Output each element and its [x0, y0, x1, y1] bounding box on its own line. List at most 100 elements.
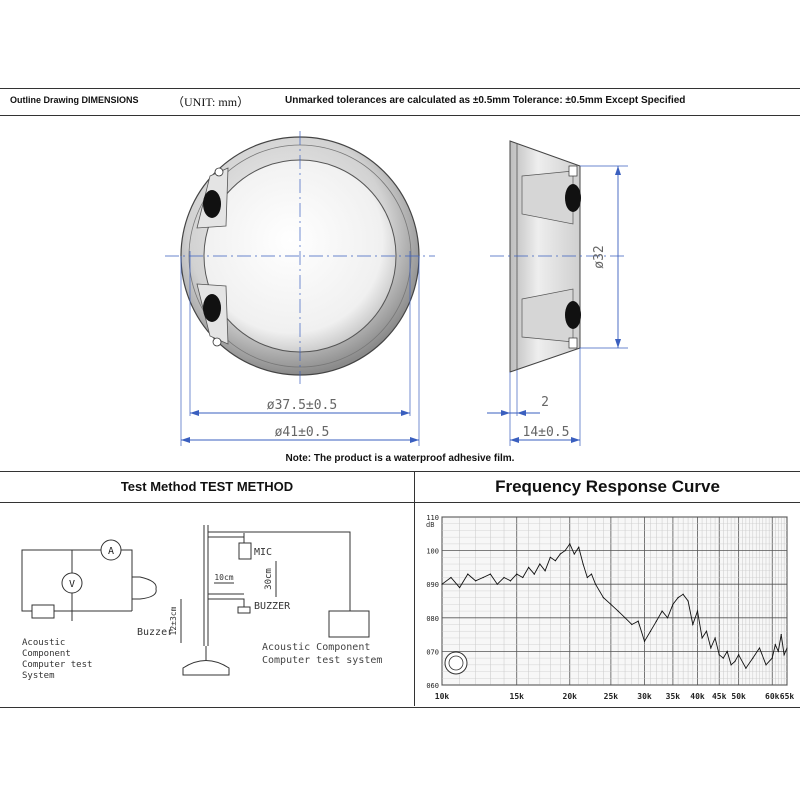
response-point	[677, 597, 679, 599]
response-point	[539, 563, 541, 565]
response-point	[441, 583, 443, 585]
voltmeter-icon	[61, 572, 83, 594]
y-tick-label: 110	[426, 514, 439, 522]
x-tick-label: 60k	[765, 692, 780, 701]
vertical-distance-label: 30cm	[264, 568, 274, 590]
header-bar: Outline Drawing DIMENSIONS （UNIT: mm） Un…	[0, 89, 800, 116]
response-point	[617, 610, 619, 612]
product-note: Note: The product is a waterproof adhesi…	[285, 453, 515, 464]
x-tick-label: 15k	[510, 692, 525, 701]
buzzer-label-right: BUZZER	[254, 601, 291, 612]
inner-diameter-label: ø37.5±0.5	[267, 398, 337, 413]
response-point	[765, 664, 767, 666]
side-view: ø32 2 14±0.5	[487, 140, 628, 446]
x-tick-label: 50k	[731, 692, 746, 701]
response-point	[696, 610, 699, 612]
x-tick-label: 10k	[435, 692, 450, 701]
response-point	[649, 630, 652, 632]
response-point	[643, 640, 646, 642]
mic-icon	[238, 542, 252, 560]
spec-sheet: Outline Drawing DIMENSIONS （UNIT: mm） Un…	[0, 88, 800, 708]
x-tick-label: 65k	[780, 692, 795, 701]
response-point	[734, 660, 736, 663]
y-tick-label: 100	[426, 548, 439, 556]
response-point	[450, 576, 452, 579]
left-caption-line: Acoustic	[22, 638, 65, 648]
front-view: ø37.5±0.5 ø41±0.5	[165, 131, 435, 446]
plot-area	[441, 516, 788, 686]
logo-stamp-inner-icon	[448, 655, 464, 671]
response-point	[771, 657, 773, 659]
flange-dim-label: 2	[541, 395, 549, 410]
test-system-box-icon	[328, 610, 370, 638]
response-point	[780, 634, 782, 636]
unit-label: （UNIT: mm）	[172, 95, 250, 109]
response-point	[503, 576, 505, 579]
terminal-hole-icon	[565, 184, 581, 212]
response-point	[783, 654, 785, 656]
response-point	[730, 664, 732, 666]
response-point	[682, 593, 684, 595]
response-point	[718, 654, 720, 656]
response-point	[482, 576, 484, 579]
response-point	[701, 637, 703, 639]
response-point	[573, 553, 575, 555]
response-point	[458, 586, 461, 589]
response-point	[752, 657, 754, 659]
horizontal-distance-label: 10cm	[214, 573, 233, 582]
response-point	[714, 637, 716, 639]
response-point	[489, 573, 491, 575]
response-point	[661, 610, 663, 612]
y-unit-label: dB	[426, 521, 434, 529]
y-tick-label: 090	[426, 581, 439, 589]
response-point	[692, 623, 694, 626]
response-point	[559, 553, 561, 555]
response-point	[496, 583, 498, 585]
response-point	[666, 617, 669, 619]
response-point	[594, 583, 597, 585]
buzzer-label-left: Buzzer	[137, 627, 173, 638]
response-point	[745, 667, 747, 669]
ammeter-icon	[100, 539, 122, 561]
response-point	[758, 647, 761, 649]
terminal-hole-icon	[203, 190, 221, 218]
response-point	[610, 603, 612, 605]
response-point	[631, 623, 633, 626]
terminal-hole-icon	[203, 294, 221, 322]
terminal-hole-icon	[565, 301, 581, 329]
buzzer-fixture-icon	[237, 606, 251, 614]
response-point	[774, 644, 776, 646]
logo-stamp-icon	[444, 651, 468, 675]
y-tick-label: 060	[426, 682, 439, 690]
stand-base-icon	[182, 660, 230, 676]
frequency-response-title: Frequency Response Curve	[415, 472, 800, 503]
response-point	[475, 580, 477, 582]
response-point	[738, 654, 740, 656]
response-point	[467, 573, 469, 575]
response-point	[586, 576, 588, 579]
right-caption-line: Acoustic Component	[262, 642, 370, 653]
y-tick-label: 070	[426, 648, 439, 656]
response-point	[705, 630, 708, 632]
x-tick-label: 40k	[690, 692, 705, 701]
x-tick-label: 35k	[666, 692, 681, 701]
response-point	[637, 620, 639, 622]
test-method-title: Test Method TEST METHOD	[0, 472, 414, 503]
response-point	[516, 573, 518, 575]
left-caption-line: Component	[22, 649, 71, 659]
response-point	[624, 617, 626, 619]
outer-diameter-label: ø41±0.5	[275, 425, 330, 440]
depth-dim-label: 14±0.5	[523, 425, 570, 440]
x-tick-label: 25k	[604, 692, 619, 701]
response-point	[554, 560, 556, 562]
x-tick-label: 30k	[637, 692, 652, 701]
left-caption-line: Computer test	[22, 660, 92, 670]
response-point	[786, 647, 788, 649]
outline-drawing: ø37.5±0.5 ø41±0.5 ø32 2	[165, 131, 628, 446]
response-point	[533, 573, 535, 575]
response-point	[528, 566, 530, 568]
divider	[0, 471, 800, 472]
left-caption-line: System	[22, 671, 55, 681]
response-point	[549, 556, 551, 558]
